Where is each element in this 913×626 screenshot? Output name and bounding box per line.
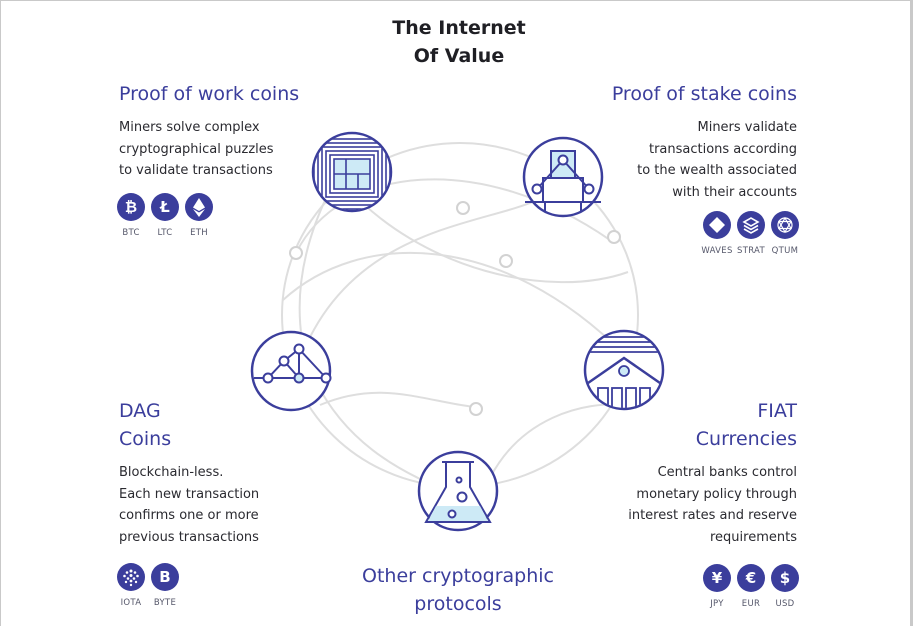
frame-top-border (0, 0, 913, 1)
dag-desc-line: confirms one or more (119, 508, 259, 523)
yen-icon: ¥ (703, 564, 731, 592)
frame-right-border (910, 0, 913, 626)
coin-label: LTC (157, 228, 173, 238)
stratis-icon (737, 211, 765, 239)
coin-label: STRAT (737, 246, 765, 256)
dollar-icon: $ (771, 564, 799, 592)
other-protocols-node (417, 450, 499, 532)
arc-dag-center (319, 391, 475, 408)
network-node (607, 230, 621, 244)
network-node (456, 201, 470, 215)
connection-nodes (289, 201, 621, 416)
arc-pow-dag (298, 189, 331, 341)
coin-label: WAVES (701, 246, 733, 256)
pos-heading: Proof of stake coins (611, 83, 797, 105)
fiat-desc-line: monetary policy through (636, 486, 797, 502)
dag-heading: DAG Coins (119, 397, 171, 453)
coin-label: EUR (741, 599, 761, 609)
iota-icon (117, 563, 145, 591)
coin-label: IOTA (120, 598, 142, 608)
pos-desc-line: transactions according (648, 141, 797, 157)
coin-label: USD (775, 599, 795, 609)
stake-pedestal-icon (525, 150, 601, 212)
dag-heading-line: DAG (119, 400, 161, 422)
qtum-icon (771, 211, 799, 239)
pos-description: Miners validate transactions according t… (597, 117, 797, 203)
pow-desc-line: Miners solve complex (119, 120, 260, 135)
pow-heading: Proof of work coins (119, 83, 300, 105)
other-heading-line: Other cryptographic (362, 565, 554, 587)
title-line-1: The Internet (392, 17, 526, 39)
fiat-desc-line: interest rates and reserve (628, 508, 797, 523)
dag-graph-icon (254, 343, 332, 384)
dag-heading-line: Coins (119, 428, 172, 450)
proof-of-stake-node (522, 136, 604, 218)
network-node (469, 402, 483, 416)
pos-desc-line: with their accounts (672, 184, 797, 200)
fiat-desc-line: Central banks control (657, 465, 797, 480)
bitcoin-icon: ₿ (117, 193, 145, 221)
pow-description: Miners solve complex cryptographical puz… (119, 117, 274, 182)
frame-left-border (0, 0, 1, 626)
dag-node (250, 330, 332, 412)
dag-description: Blockchain-less. Each new transaction co… (119, 462, 259, 548)
other-protocols-heading: Other cryptographic protocols (329, 562, 587, 618)
proof-of-work-node (311, 131, 393, 213)
dag-desc-line: Each new transaction (119, 486, 260, 502)
waves-icon (703, 211, 731, 239)
page-title: The Internet Of Value (330, 14, 588, 70)
title-line-2: Of Value (413, 45, 505, 67)
other-heading-line: protocols (414, 593, 502, 615)
ethereum-icon (185, 193, 213, 221)
fiat-description: Central banks control monetary policy th… (597, 462, 797, 548)
byteball-icon: B (151, 563, 179, 591)
arc-pow-east (344, 184, 629, 284)
pow-desc-line: to validate transactions (119, 163, 273, 178)
fiat-heading-line: FIAT (757, 400, 797, 422)
coin-label: BTC (122, 228, 140, 238)
euro-icon: € (737, 564, 765, 592)
pos-desc-line: Miners validate (697, 120, 797, 135)
network-node (289, 246, 303, 260)
fiat-desc-line: requirements (710, 529, 797, 545)
dag-desc-line: previous transactions (119, 529, 259, 545)
fiat-heading: FIAT Currencies (597, 397, 797, 453)
coin-label: QTUM (771, 246, 799, 256)
litecoin-icon: Ł (151, 193, 179, 221)
network-node (499, 254, 513, 268)
pow-desc-line: cryptographical puzzles (119, 141, 274, 157)
dag-desc-line: Blockchain-less. (119, 465, 224, 480)
flask-icon (424, 461, 492, 523)
coin-label: BYTE (153, 598, 177, 608)
fiat-heading-line: Currencies (695, 428, 797, 450)
coin-label: JPY (710, 599, 724, 609)
arc-west-fiat (282, 251, 626, 356)
pos-desc-line: to the wealth associated (637, 163, 797, 178)
fiat-node (583, 329, 665, 411)
coin-label: ETH (190, 228, 208, 238)
maze-icon (314, 138, 390, 210)
